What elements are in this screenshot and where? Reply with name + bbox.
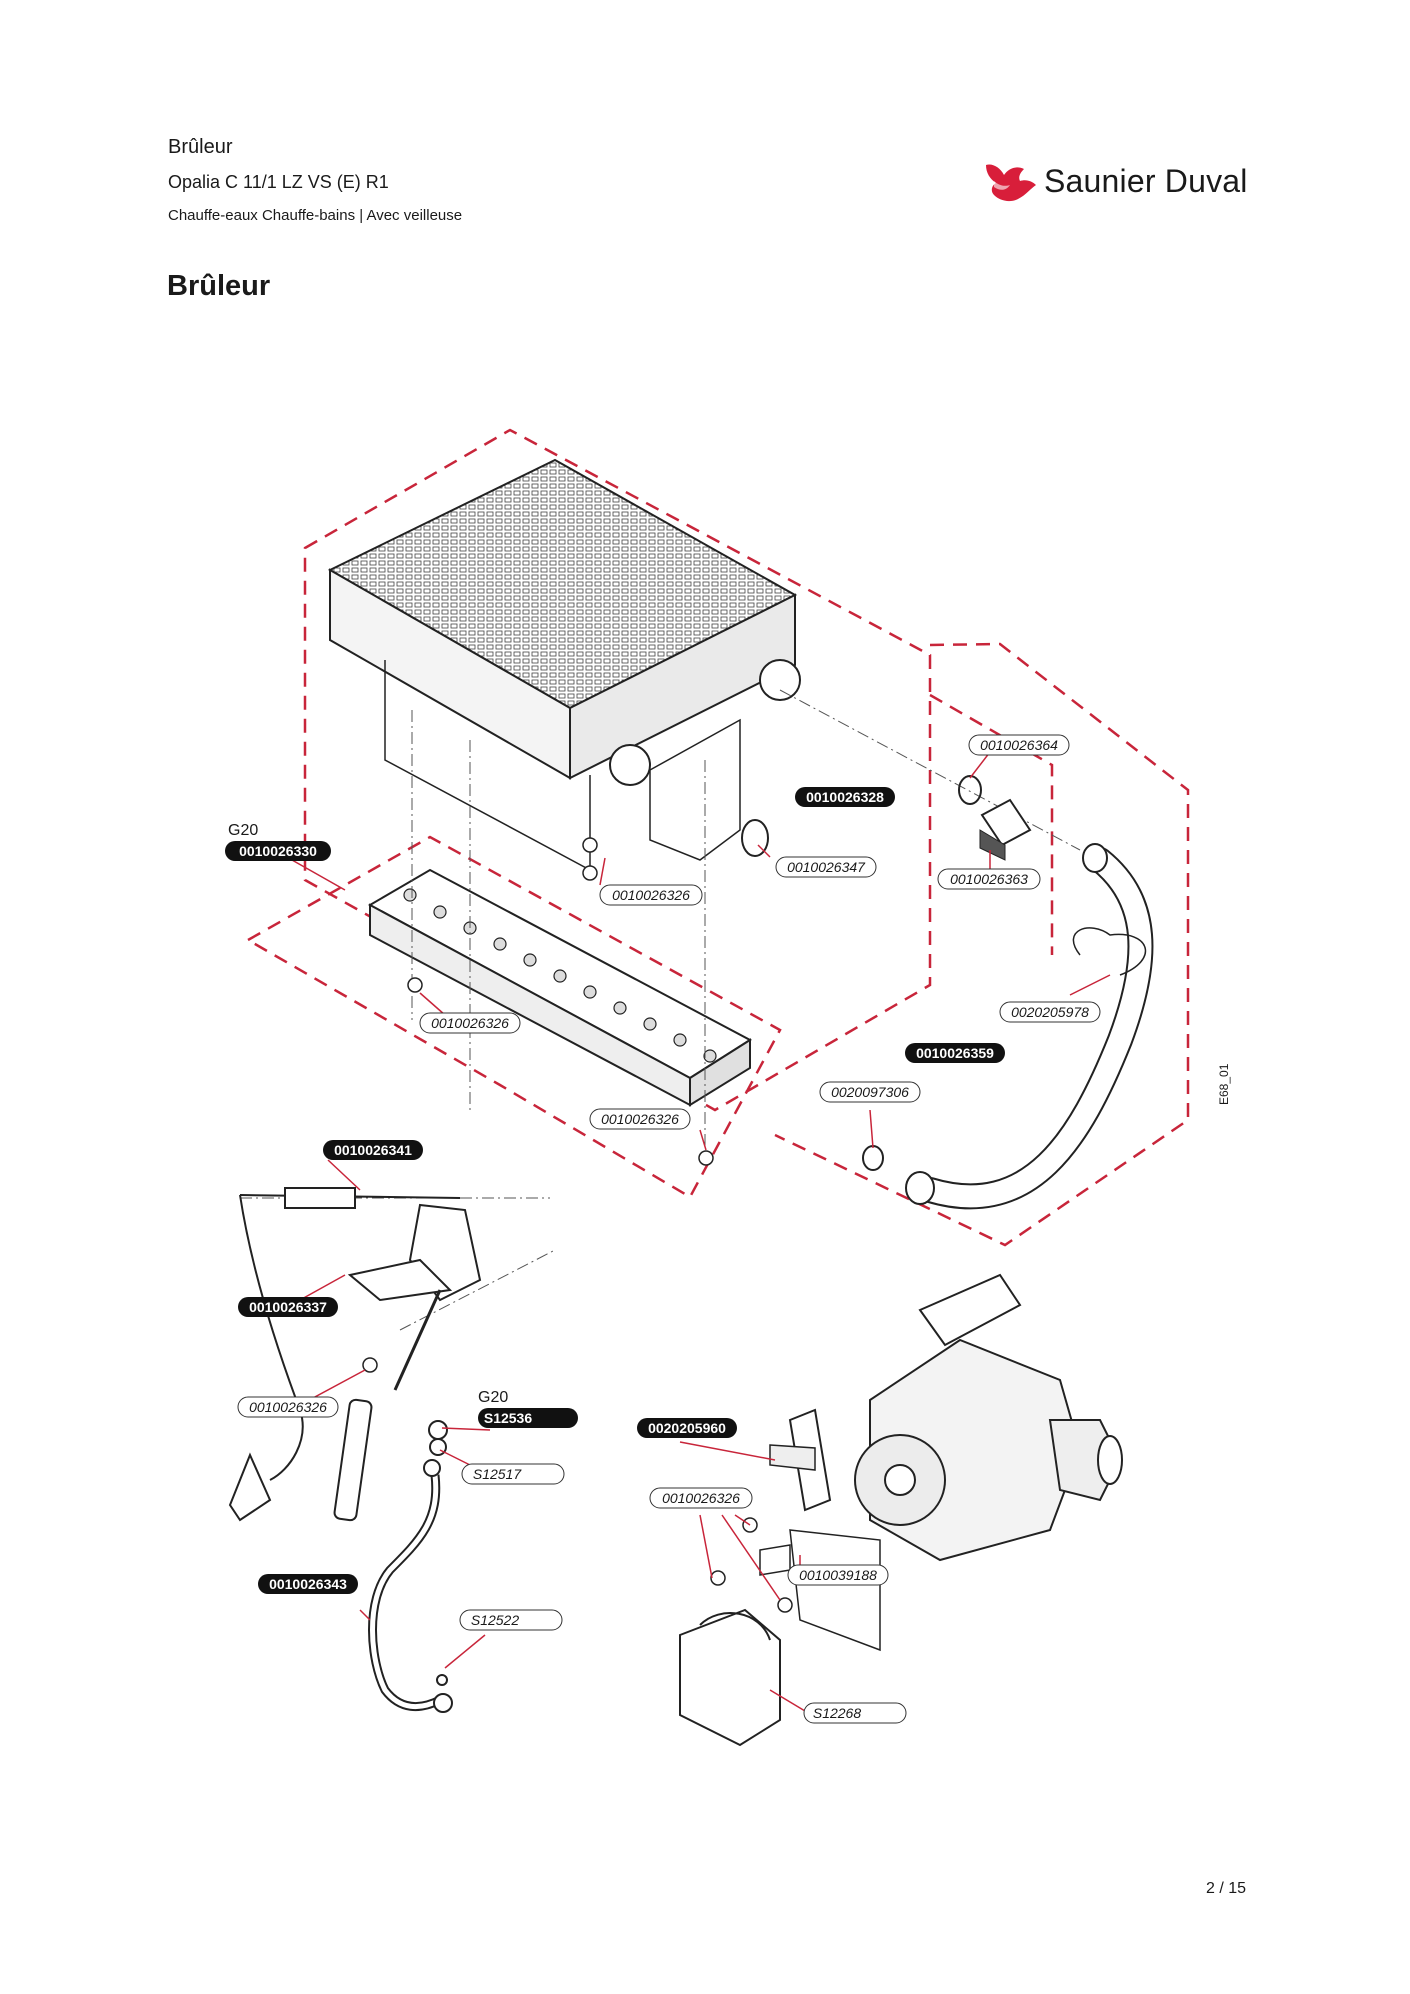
figure-code: E68_01: [1217, 1063, 1231, 1105]
label-pipe: 0010026359: [905, 1043, 1005, 1063]
label-screw-bottom: 0010026326: [601, 1111, 679, 1127]
label-microswitch: 0020205960: [637, 1418, 737, 1438]
header-section: Brûleur: [168, 136, 233, 158]
label-burner-gas: G20: [228, 822, 258, 839]
light-label-pills: [237, 734, 1101, 1724]
heat-exchanger-drawing: [327, 458, 801, 872]
label-bracket: 0010039188: [799, 1567, 877, 1583]
label-seal-pipe: 0020097306: [831, 1084, 909, 1100]
pilot-assembly-drawing: [228, 1187, 482, 1522]
label-screw-mid: 0010026326: [431, 1015, 509, 1031]
injector-row: [403, 888, 717, 1063]
label-screw-valve: 0010026326: [662, 1490, 740, 1506]
bird-icon: [986, 164, 1036, 202]
label-burner-main: 0010026330: [225, 841, 331, 861]
gas-valve-drawing: [854, 1273, 1123, 1562]
label-nut: S12517: [473, 1466, 522, 1482]
label-seal-top: 0010026364: [980, 737, 1058, 753]
screw-icons: [362, 837, 793, 1613]
pipe-drawing: [905, 843, 1154, 1210]
header-category: Chauffe-eaux Chauffe-bains | Avec veille…: [168, 207, 463, 224]
svg-text:0010026328: 0010026328: [806, 789, 884, 805]
svg-text:0010026343: 0010026343: [269, 1576, 347, 1592]
label-pilot: 0010026337: [238, 1297, 338, 1317]
label-heat-exchanger: 0010026328: [795, 787, 895, 807]
label-box: S12268: [813, 1705, 861, 1721]
label-clip-spring: 0020205978: [1011, 1004, 1089, 1020]
label-injector: S12536: [478, 1408, 578, 1428]
label-pilot-tube: 0010026343: [258, 1574, 358, 1594]
page-number: 2 / 15: [1206, 1880, 1247, 1897]
pilot-tube-drawing: [368, 1420, 453, 1713]
svg-text:0010026341: 0010026341: [334, 1142, 412, 1158]
bracket-drawing: [759, 1529, 881, 1652]
label-screw-pilot: 0010026326: [249, 1399, 327, 1415]
clip-drawing: [979, 798, 1032, 861]
group-outline-burner: [303, 428, 932, 1112]
svg-text:S12536: S12536: [484, 1410, 532, 1426]
microswitch-drawing: [769, 1408, 832, 1512]
svg-text:0010026330: 0010026330: [239, 843, 317, 859]
brand-name: Saunier Duval: [1044, 163, 1248, 199]
label-seal-hx: 0010026347: [787, 859, 866, 875]
label-injector-gas: G20: [478, 1389, 508, 1406]
label-ferrule: S12522: [471, 1612, 519, 1628]
brand-logo: Saunier Duval: [980, 155, 1280, 211]
seal-drawings: [741, 775, 982, 1171]
svg-text:0020205960: 0020205960: [648, 1420, 726, 1436]
page-title: Brûleur: [167, 270, 271, 302]
label-clip: 0010026363: [950, 871, 1028, 887]
header-model: Opalia C 11/1 LZ VS (E) R1: [168, 172, 389, 192]
svg-text:0010026337: 0010026337: [249, 1299, 327, 1315]
group-outline-pipe: [774, 642, 1190, 1247]
manifold-drawing: [367, 868, 752, 1107]
label-thermocouple: 0010026341: [323, 1140, 423, 1160]
group-outline-manifold: [245, 835, 782, 1199]
control-box-drawing: [679, 1608, 781, 1747]
svg-text:0010026359: 0010026359: [916, 1045, 994, 1061]
label-screw-top: 0010026326: [612, 887, 690, 903]
